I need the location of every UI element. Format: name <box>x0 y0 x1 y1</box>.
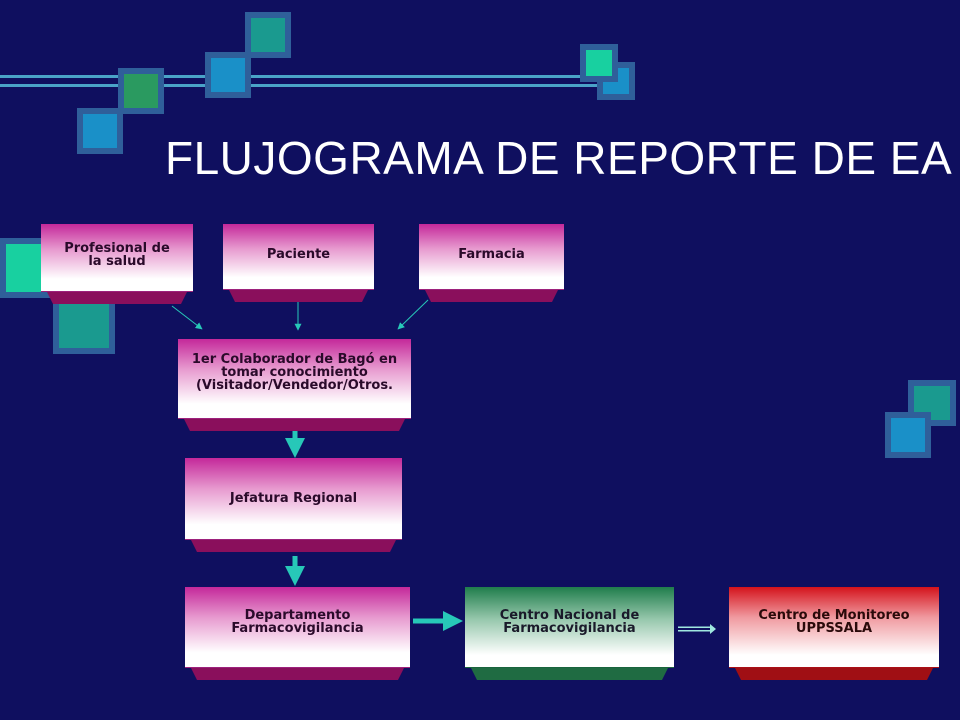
node-label: Centro de Monitoreo UPPSSALA <box>758 608 910 636</box>
decorative-square <box>885 412 931 458</box>
node-label: Centro Nacional de Farmacovigilancia <box>499 608 640 636</box>
decorative-square <box>580 44 618 82</box>
decorative-square <box>77 108 123 154</box>
node-centro-nacional: Centro Nacional de Farmacovigilancia <box>465 587 674 680</box>
decorative-square <box>53 298 115 354</box>
decorative-square <box>205 52 251 98</box>
node-label: Paciente <box>266 247 331 262</box>
node-label: Profesional de la salud <box>64 241 170 269</box>
node-departamento-farmacovigilancia: Departamento Farmacovigilancia <box>185 587 410 680</box>
node-farmacia: Farmacia <box>419 224 564 302</box>
decorative-square <box>245 12 291 58</box>
decorative-square <box>118 68 164 114</box>
decorative-line-top <box>0 75 600 78</box>
node-label: Farmacia <box>458 247 525 262</box>
node-label: Jefatura Regional <box>229 491 358 506</box>
node-paciente: Paciente <box>223 224 374 302</box>
node-label: Departamento Farmacovigilancia <box>231 608 364 636</box>
arrow-farmacia-to-colaborador <box>397 299 429 330</box>
page-title: FLUJOGRAMA DE REPORTE DE EA <box>165 132 953 184</box>
node-jefatura-regional: Jefatura Regional <box>185 458 402 552</box>
node-centro-monitoreo: Centro de Monitoreo UPPSSALA <box>729 587 939 680</box>
node-colaborador: 1er Colaborador de Bagó en tomar conocim… <box>178 339 411 431</box>
node-profesional-salud: Profesional de la salud <box>41 224 193 304</box>
decorative-line-bottom <box>0 84 600 87</box>
decorative-square <box>908 380 956 426</box>
arrow-profesional-to-colaborador <box>171 305 203 330</box>
node-label: 1er Colaborador de Bagó en tomar conocim… <box>191 352 398 393</box>
